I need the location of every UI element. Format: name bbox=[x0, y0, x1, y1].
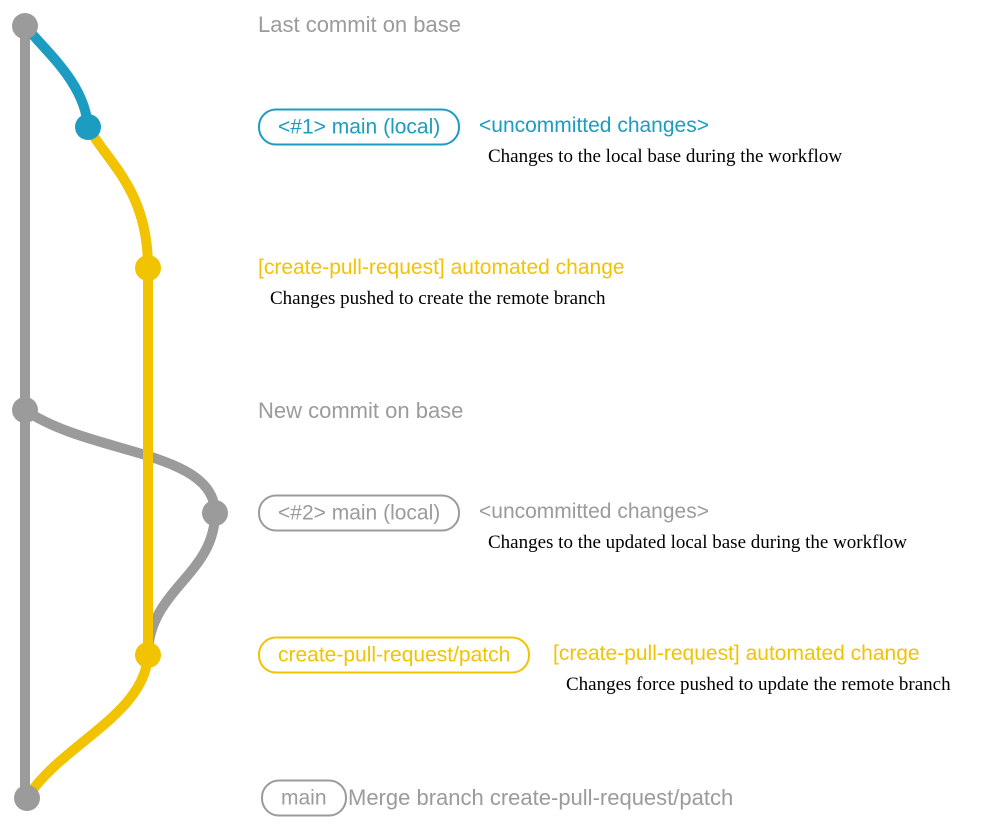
main-local-2-badge: <#2> main (local) bbox=[258, 494, 461, 532]
uncommitted-changes-2-label: <uncommitted changes> bbox=[479, 500, 709, 523]
commit-node-last-base bbox=[12, 13, 38, 39]
local-1-description: Changes to the local base during the wor… bbox=[488, 146, 843, 167]
new-commit-label: New commit on base bbox=[258, 398, 464, 423]
commit-node-merge bbox=[14, 785, 40, 811]
commit-node-new-base bbox=[12, 397, 38, 423]
commit-node-local-2 bbox=[202, 500, 228, 526]
local-main-2-branch-out-line bbox=[20, 405, 220, 518]
uncommitted-changes-1-label: <uncommitted changes> bbox=[479, 114, 709, 137]
last-commit-label: Last commit on base bbox=[258, 12, 461, 37]
automated-change-1-label: [create-pull-request] automated change bbox=[258, 256, 625, 279]
local-main-2-branch-in-line bbox=[143, 508, 220, 660]
push-1-description: Changes pushed to create the remote bran… bbox=[270, 288, 606, 309]
patch-branch-badge: create-pull-request/patch bbox=[258, 636, 531, 674]
commit-node-patch-2 bbox=[135, 642, 161, 668]
local-main-1-branch-line bbox=[20, 21, 93, 132]
commit-node-patch-1 bbox=[135, 255, 161, 281]
main-badge: main bbox=[261, 779, 347, 817]
patch-merge-line bbox=[22, 650, 153, 803]
main-local-1-badge: <#1> main (local) bbox=[258, 108, 461, 146]
commit-node-local-1 bbox=[75, 114, 101, 140]
automated-change-2-label: [create-pull-request] automated change bbox=[553, 642, 920, 665]
push-2-description: Changes force pushed to update the remot… bbox=[566, 674, 951, 695]
patch-branch-upper-line bbox=[83, 122, 153, 273]
local-2-description: Changes to the updated local base during… bbox=[488, 532, 907, 553]
merge-commit-label: Merge branch create-pull-request/patch bbox=[348, 785, 734, 810]
